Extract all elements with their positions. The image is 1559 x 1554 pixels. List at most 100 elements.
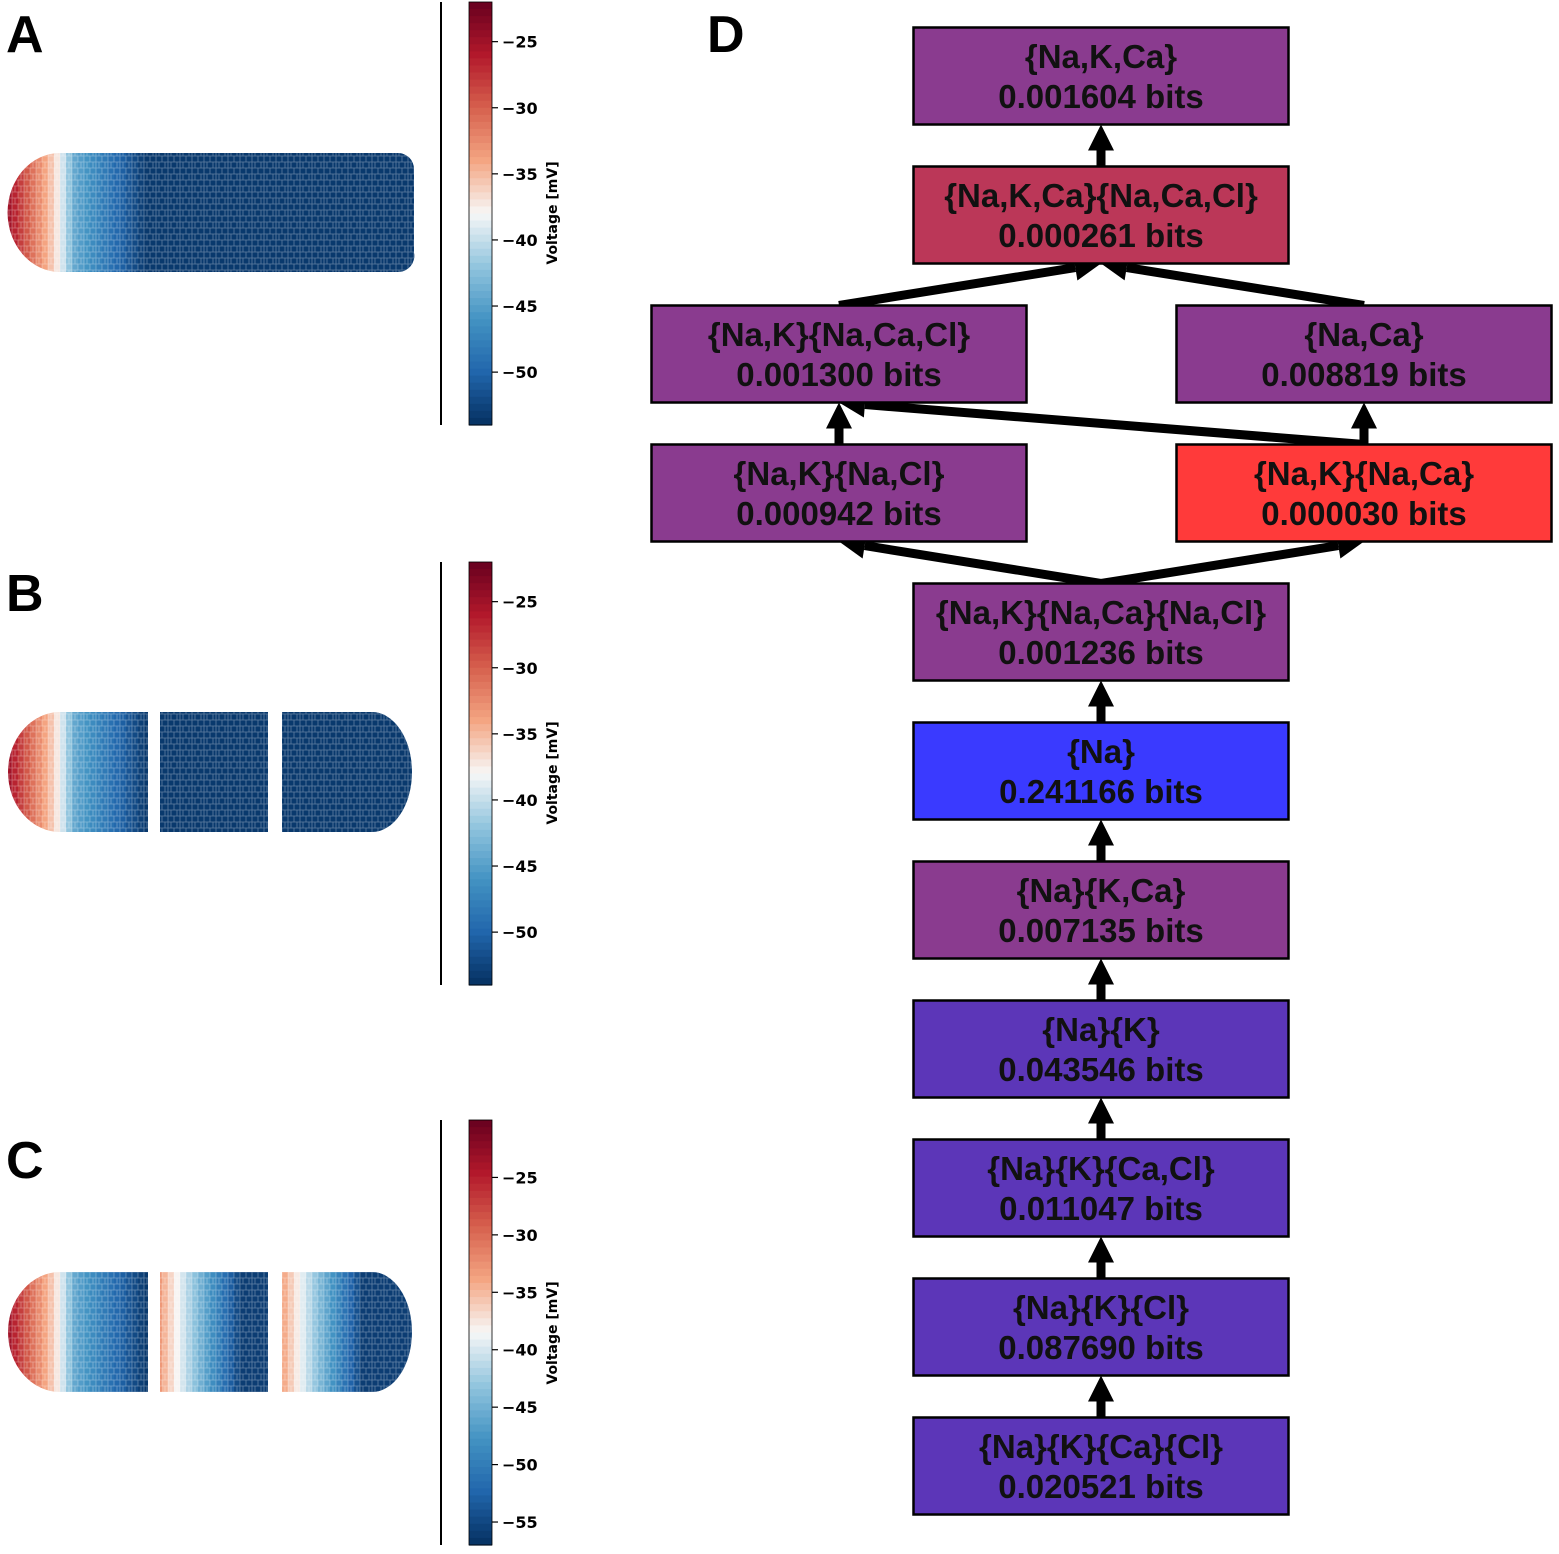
colorbar-swatch: [469, 143, 492, 151]
colorbar-swatch: [469, 695, 492, 704]
colorbar-swatch: [469, 1190, 492, 1199]
colorbar-tick-label: −25: [502, 1168, 538, 1187]
colorbar-swatch: [469, 886, 492, 894]
colorbar-swatch: [469, 949, 492, 958]
lattice-node-n5: {Na,K}{Na,Cl}0.000942 bits: [650, 443, 1028, 543]
lattice-node-label: {Na}{K}: [1042, 1011, 1160, 1048]
colorbar-swatch: [469, 1353, 492, 1362]
colorbar-swatch: [469, 72, 492, 81]
lattice-edge: [863, 541, 1102, 588]
colorbar-swatch: [469, 1134, 492, 1142]
colorbar-tick-label: −40: [502, 1341, 538, 1360]
lattice-node-n11: {Na}{K}{Ca,Cl}0.011047 bits: [912, 1138, 1290, 1238]
colorbar-swatch: [469, 963, 492, 972]
lattice-arrowhead: [1088, 819, 1114, 846]
colorbar-swatch: [469, 660, 492, 669]
colorbar-swatch: [469, 1233, 492, 1242]
colorbar-swatch: [469, 1148, 492, 1157]
lattice-node-n8: {Na}0.241166 bits: [912, 721, 1290, 821]
lattice-node-label: {Na,K,Ca}: [1025, 38, 1177, 75]
colorbar-swatch: [469, 752, 492, 760]
lattice-node-label: {Na}{K}{Cl}: [1013, 1289, 1189, 1326]
colorbar-swatch: [469, 1240, 492, 1249]
colorbar-swatch: [469, 907, 492, 916]
colorbar-tick-label: −25: [502, 593, 538, 612]
colorbar-swatch: [469, 1318, 492, 1327]
lattice-edges: [826, 124, 1377, 1418]
voltage-column: [414, 708, 421, 836]
colorbar-swatch: [469, 815, 492, 824]
lattice-edge: [838, 263, 1077, 310]
lattice-node-value: 0.020521 bits: [998, 1468, 1203, 1505]
colorbar-swatch: [469, 100, 492, 109]
colorbar-swatch: [469, 611, 492, 619]
colorbar-swatch: [469, 970, 492, 979]
colorbar-swatch: [469, 396, 492, 405]
colorbar-swatch: [469, 1537, 492, 1546]
lattice-node-value: 0.000261 bits: [998, 217, 1203, 254]
colorbar-swatch: [469, 1410, 492, 1419]
colorbar-swatch: [469, 1155, 492, 1164]
voltage-column: [270, 712, 277, 832]
colorbar-swatch: [469, 1297, 492, 1305]
panel-letter-d: D: [707, 6, 745, 64]
lattice-nodes: {Na,K,Ca}0.001604 bits{Na,K,Ca}{Na,Ca,Cl…: [650, 26, 1553, 1516]
colorbar-swatch: [469, 1474, 492, 1482]
colorbar-swatch: [469, 220, 492, 229]
colorbar-swatch: [469, 1509, 492, 1518]
colorbar-swatch: [469, 234, 492, 243]
colorbar-tick-label: −35: [502, 1283, 538, 1302]
lattice-node-n2: {Na,K,Ca}{Na,Ca,Cl}0.000261 bits: [912, 165, 1290, 265]
colorbar-swatch: [469, 844, 492, 852]
colorbar-swatch: [469, 681, 492, 690]
voltage-column: [414, 1268, 421, 1396]
colorbar-swatch: [469, 382, 492, 391]
colorbar-c: −25−30−35−40−45−50−55: [468, 1119, 538, 1546]
colorbar-swatch: [469, 276, 492, 285]
colorbar-swatch: [469, 773, 492, 782]
colorbar-swatch: [469, 766, 492, 775]
colorbar-swatch: [469, 1162, 492, 1171]
colorbar-swatch: [469, 86, 492, 95]
colorbar-swatch: [469, 851, 492, 859]
lattice-node-n4: {Na,Ca}0.008819 bits: [1175, 304, 1553, 404]
lattice-node-value: 0.241166 bits: [999, 773, 1203, 810]
colorbar-tick-label: −30: [502, 99, 538, 118]
colorbar-swatch: [469, 1445, 492, 1454]
lattice-node-box: [1175, 304, 1553, 404]
colorbar-swatch: [469, 16, 492, 24]
panel-d: D {Na,K,Ca}0.001604 bits{Na,K,Ca}{Na,Ca,…: [650, 6, 1553, 1516]
lattice-node-value: 0.000942 bits: [736, 495, 941, 532]
colorbar-swatch: [469, 1346, 492, 1355]
colorbar-swatch: [469, 361, 492, 370]
colorbar-tick-label: −25: [502, 33, 538, 52]
colorbar-swatch: [469, 688, 492, 697]
lattice-node-value: 0.007135 bits: [998, 912, 1203, 949]
colorbar-swatch: [469, 921, 492, 930]
panel-letter-c: C: [6, 1132, 44, 1190]
lattice-arrowhead: [1088, 1236, 1114, 1263]
lattice-arrowhead: [1351, 402, 1377, 429]
colorbar-tick-label: −45: [502, 297, 538, 316]
colorbar-swatch: [469, 780, 492, 789]
lattice-node-box: [912, 582, 1290, 682]
lattice-node-label: {Na,K}{Na,Cl}: [734, 455, 945, 492]
lattice-node-box: [650, 443, 1028, 543]
colorbar-swatch: [469, 1530, 492, 1539]
colorbar-swatch: [469, 1205, 492, 1213]
colorbar-tick-label: −50: [502, 1456, 538, 1475]
colorbar-swatch: [469, 562, 492, 570]
colorbar-swatch: [469, 291, 492, 299]
panel-letter-b: B: [6, 565, 44, 623]
lattice-arrowhead: [1088, 958, 1114, 985]
colorbar-swatch: [469, 1304, 492, 1312]
lattice-node-box: [912, 860, 1290, 960]
colorbar-swatch: [469, 745, 492, 753]
colorbar-swatch: [469, 1452, 492, 1461]
colorbar-swatch: [469, 829, 492, 838]
lattice-node-box: [650, 304, 1028, 404]
colorbar-swatch: [469, 44, 492, 52]
colorbar-swatch: [469, 731, 492, 739]
colorbar-swatch: [469, 128, 492, 137]
